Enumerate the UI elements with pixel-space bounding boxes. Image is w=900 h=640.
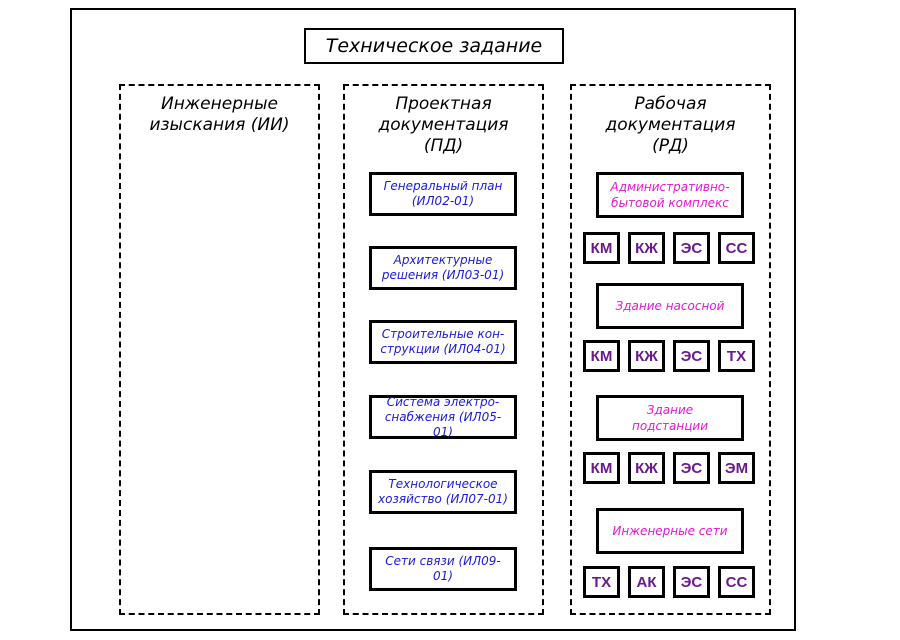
rd-group-admin-complex: Административно- бытовой комплекс — [596, 172, 744, 218]
rd-code-box: КЖ — [628, 232, 665, 264]
rd-code-box: ЭС — [673, 452, 710, 484]
engineering-surveys-title: Инженерные изыскания (ИИ) — [149, 94, 290, 135]
rd-code-box: СС — [718, 232, 755, 264]
rd-code-box: ЭС — [673, 340, 710, 372]
pd-item-general-plan: Генеральный план (ИЛ02-01) — [369, 172, 517, 216]
rd-code-box: ЭМ — [718, 452, 755, 484]
working-documentation-column: Рабочая документация (РД) — [570, 84, 771, 615]
rd-code-box: ЭС — [673, 232, 710, 264]
rd-code-box: КМ — [583, 232, 620, 264]
rd-group-substation-building: Здание подстанции — [596, 395, 744, 441]
technical-assignment-label: Техническое задание — [325, 35, 543, 57]
pd-item-technological-facilities: Технологическое хозяйство (ИЛ07-01) — [369, 470, 517, 514]
rd-group-pumping-building: Здание насосной — [596, 283, 744, 329]
rd-code-box: КЖ — [628, 340, 665, 372]
rd-code-box: ТХ — [718, 340, 755, 372]
project-documentation-column: Проектная документация (ПД) — [343, 84, 544, 615]
pd-item-communication-networks: Сети связи (ИЛ09-01) — [369, 547, 517, 591]
pd-item-power-supply: Система электро- снабжения (ИЛ05-01) — [369, 395, 517, 439]
rd-code-box: АК — [628, 566, 665, 598]
technical-assignment-box: Техническое задание — [304, 28, 564, 64]
pd-item-architectural-solutions: Архитектурные решения (ИЛ03-01) — [369, 246, 517, 290]
rd-code-box: ТХ — [583, 566, 620, 598]
rd-code-box: КМ — [583, 340, 620, 372]
working-documentation-title: Рабочая документация (РД) — [605, 94, 736, 156]
rd-code-box: ЭС — [673, 566, 710, 598]
engineering-surveys-column: Инженерные изыскания (ИИ) — [119, 84, 320, 615]
rd-code-box: КЖ — [628, 452, 665, 484]
rd-group-engineering-networks: Инженерные сети — [596, 508, 744, 554]
outer-frame — [70, 8, 796, 631]
pd-item-building-structures: Строительные кон- струкции (ИЛ04-01) — [369, 320, 517, 364]
rd-code-box: КМ — [583, 452, 620, 484]
project-documentation-title: Проектная документация (ПД) — [378, 94, 509, 156]
rd-code-box: СС — [718, 566, 755, 598]
